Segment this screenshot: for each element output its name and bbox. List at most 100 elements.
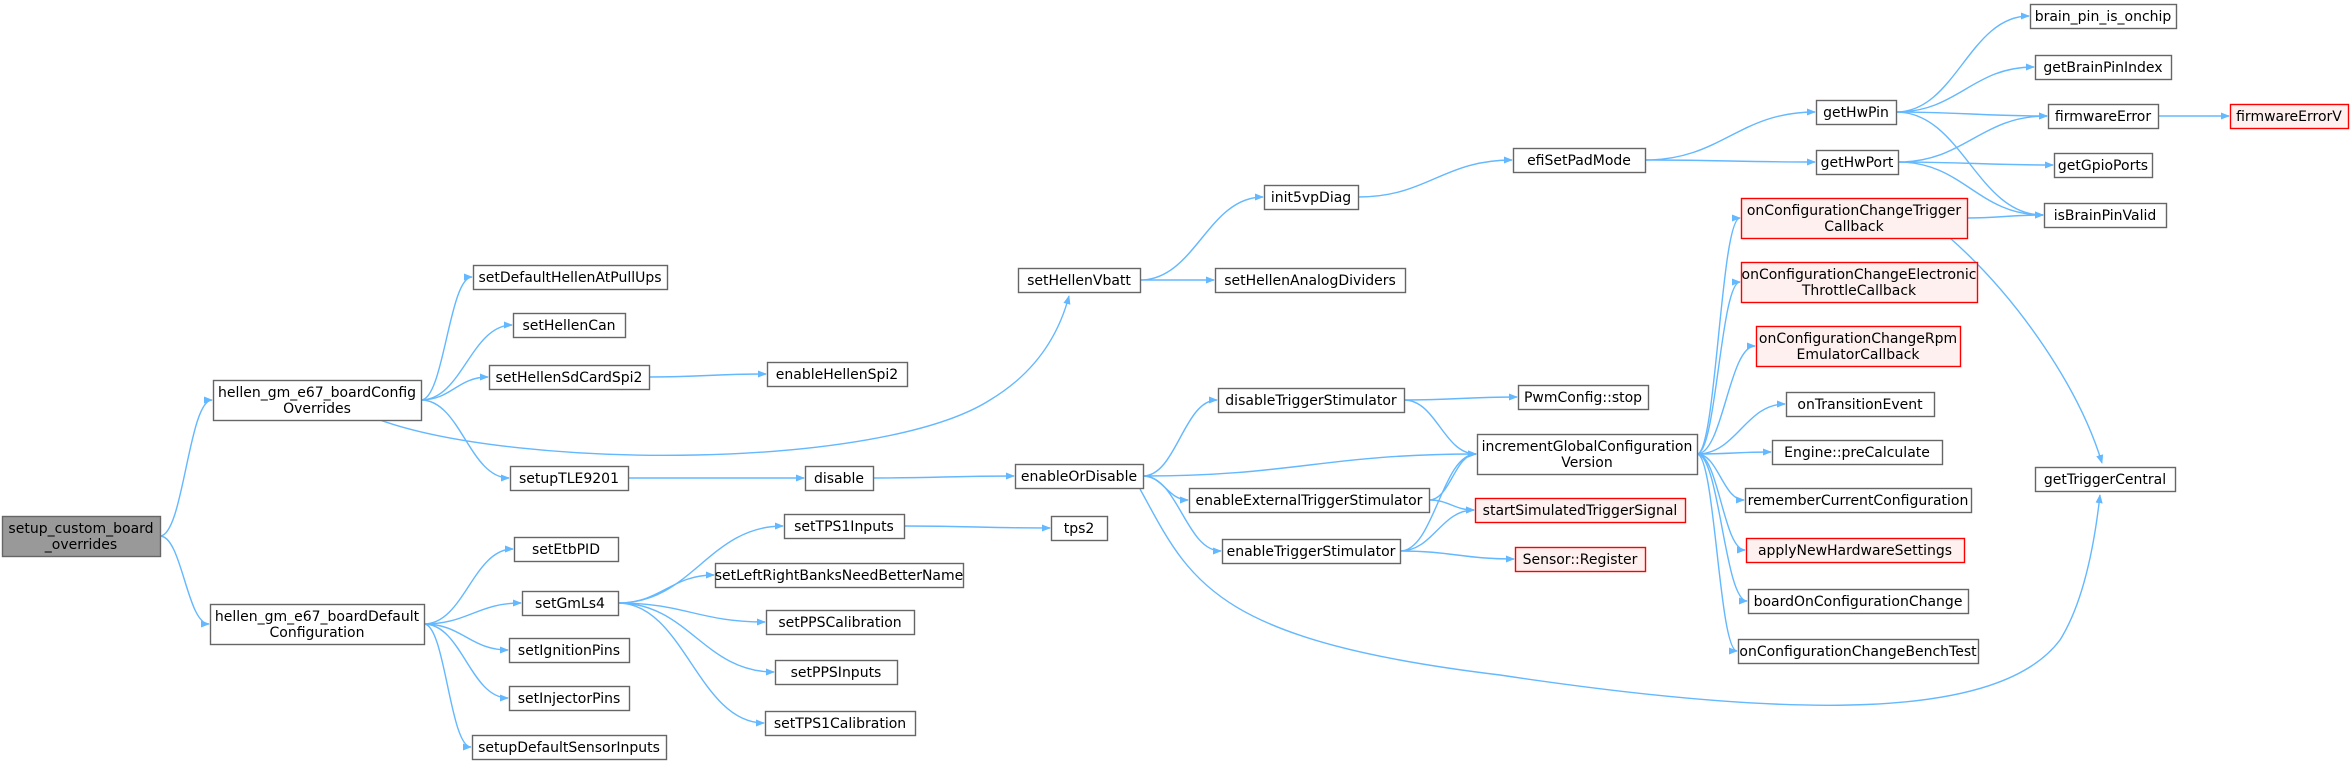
edge-hgd-to-sign — [423, 623, 509, 654]
node-label: enableTriggerStimulator — [1227, 544, 1396, 560]
edge-igcv-to-occr — [1696, 342, 1756, 455]
edge-hgd-to-sdsi — [423, 623, 472, 751]
node-label: Version — [1561, 455, 1612, 471]
node-ssts[interactable]: startSimulatedTriggerSignal — [1474, 497, 1687, 524]
node-box — [508, 685, 631, 712]
node-dts[interactable]: disableTriggerStimulator — [1217, 387, 1406, 414]
node-sdsi[interactable]: setupDefaultSensorInputs — [471, 734, 668, 761]
node-occe[interactable]: onConfigurationChangeElectronicThrottleC… — [1740, 261, 1979, 304]
edge-ets-to-ssts — [1399, 506, 1475, 552]
node-fwev[interactable]: firmwareErrorV — [2229, 103, 2350, 130]
edge-hgo-to-stle — [420, 399, 510, 482]
node-root[interactable]: setup_custom_board_overrides — [1, 515, 162, 558]
edge-hgo-to-shvb — [379, 295, 1071, 457]
node-sinj[interactable]: setInjectorPins — [508, 685, 631, 712]
node-box — [1771, 439, 1944, 466]
node-sign[interactable]: setIgnitionPins — [508, 637, 631, 664]
node-sreg[interactable]: Sensor::Register — [1514, 546, 1647, 573]
node-label: getTriggerCentral — [2044, 472, 2166, 488]
node-fwe[interactable]: firmwareError — [2047, 103, 2160, 130]
edge-eod-to-igcv — [1142, 450, 1477, 477]
node-eets[interactable]: enableExternalTriggerStimulator — [1188, 487, 1431, 514]
node-label: setIgnitionPins — [518, 643, 620, 659]
node-slrb[interactable]: setLeftRightBanksNeedBetterName — [715, 562, 965, 589]
node-ibpv[interactable]: isBrainPinValid — [2043, 202, 2168, 229]
node-anhs[interactable]: applyNewHardwareSettings — [1745, 537, 1966, 564]
node-label: setEtbPID — [532, 542, 600, 558]
edge-igcv-to-occt — [1696, 214, 1741, 455]
node-ghwport[interactable]: getHwPort — [1815, 149, 1900, 176]
node-label: Engine::preCalculate — [1784, 445, 1930, 461]
edge-ghwport-to-fwe — [1897, 112, 2048, 163]
edge-stps1-to-tps2 — [903, 524, 1051, 532]
node-rcc[interactable]: rememberCurrentConfiguration — [1744, 487, 1973, 514]
node-ghwpin[interactable]: getHwPin — [1815, 99, 1898, 126]
edge-igcv-to-ote — [1696, 400, 1786, 455]
node-box — [1517, 384, 1650, 411]
edge-hgd-to-sinj — [423, 623, 509, 702]
node-sdhapu[interactable]: setDefaultHellenAtPullUps — [472, 264, 669, 291]
node-setb[interactable]: setEtbPID — [513, 536, 620, 563]
node-ets[interactable]: enableTriggerStimulator — [1221, 538, 1402, 565]
node-label: hellen_gm_e67_boardConfig — [218, 385, 416, 401]
node-label: onConfigurationChangeRpm — [1759, 331, 1957, 347]
node-box — [766, 361, 909, 388]
node-ote[interactable]: onTransitionEvent — [1785, 391, 1936, 418]
node-box — [1514, 546, 1647, 573]
edge-hgo-to-shcan — [420, 321, 513, 401]
node-epc[interactable]: Engine::preCalculate — [1771, 439, 1944, 466]
edges-layer — [159, 12, 2230, 751]
node-shad[interactable]: setHellenAnalogDividers — [1214, 267, 1407, 294]
node-sppsi[interactable]: setPPSInputs — [774, 659, 899, 686]
node-label: setPPSCalibration — [778, 615, 901, 631]
node-gtc[interactable]: getTriggerCentral — [2034, 466, 2177, 493]
node-gbpi[interactable]: getBrainPinIndex — [2034, 54, 2173, 81]
node-shcan[interactable]: setHellenCan — [512, 312, 627, 339]
node-occbt[interactable]: onConfigurationChangeBenchTest — [1737, 638, 1980, 665]
node-box — [1188, 487, 1431, 514]
node-sgml[interactable]: setGmLs4 — [521, 590, 620, 617]
node-stle[interactable]: setupTLE9201 — [509, 465, 630, 492]
nodes-layer: setup_custom_board_overrides hellen_gm_e6… — [1, 3, 2350, 761]
node-i5vd[interactable]: init5vpDiag — [1263, 184, 1360, 211]
node-eod[interactable]: enableOrDisable — [1014, 463, 1145, 490]
node-label: getHwPin — [1823, 105, 1889, 121]
edge-igcv-to-epc — [1696, 448, 1772, 456]
node-label: onConfigurationChangeElectronic — [1742, 267, 1977, 283]
node-label: setup_custom_board — [8, 521, 153, 537]
node-stps1c[interactable]: setTPS1Calibration — [764, 710, 917, 737]
node-label: tps2 — [1064, 521, 1095, 537]
node-label: setHellenSdCardSpi2 — [496, 370, 643, 386]
node-label: rememberCurrentConfiguration — [1748, 493, 1969, 509]
node-box — [2047, 103, 2160, 130]
node-label: onConfigurationChangeBenchTest — [1739, 644, 1977, 660]
edge-ghwport-to-ggp — [1897, 161, 2054, 169]
node-label: setTPS1Inputs — [794, 519, 894, 535]
node-shsd[interactable]: setHellenSdCardSpi2 — [488, 364, 651, 391]
edge-igcv-to-rcc — [1696, 453, 1745, 504]
node-box — [1744, 487, 1973, 514]
node-ehspi[interactable]: enableHellenSpi2 — [766, 361, 909, 388]
node-bocc[interactable]: boardOnConfigurationChange — [1747, 588, 1970, 615]
node-bpio[interactable]: brain_pin_is_onchip — [2029, 3, 2178, 30]
node-pwms[interactable]: PwmConfig::stop — [1517, 384, 1650, 411]
node-ggp[interactable]: getGpioPorts — [2053, 152, 2154, 179]
node-label: setInjectorPins — [518, 691, 621, 707]
node-label: getGpioPorts — [2058, 158, 2148, 174]
node-box — [1755, 325, 1962, 368]
edge-eod-to-ets — [1142, 475, 1222, 555]
node-stps1[interactable]: setTPS1Inputs — [783, 513, 906, 540]
node-dis[interactable]: disable — [804, 465, 875, 492]
edge-hgo-to-sdhapu — [420, 273, 473, 401]
node-espm[interactable]: efiSetPadMode — [1512, 147, 1647, 174]
node-label: firmwareErrorV — [2236, 109, 2342, 125]
node-tps2[interactable]: tps2 — [1050, 515, 1109, 542]
node-shvb[interactable]: setHellenVbatt — [1017, 267, 1142, 294]
node-sppsc[interactable]: setPPSCalibration — [765, 609, 916, 636]
node-box — [471, 734, 668, 761]
